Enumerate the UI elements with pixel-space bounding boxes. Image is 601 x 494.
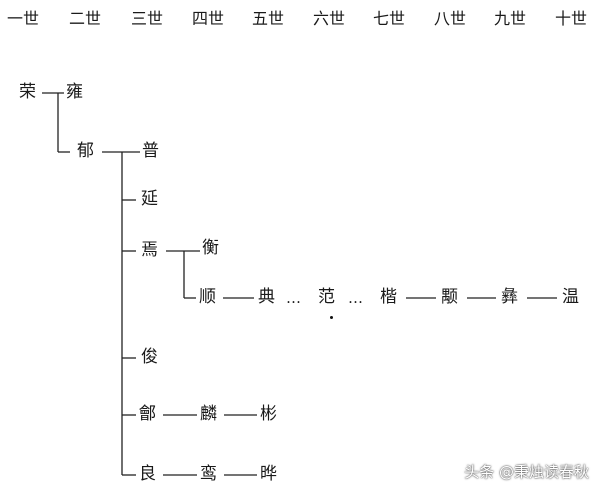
node-wen: 温 <box>562 287 579 307</box>
gen-10: 十世 <box>555 9 588 28</box>
node-lin: 麟 <box>200 404 217 424</box>
node-xian: 颙 <box>441 287 458 307</box>
node-bin: 彬 <box>260 404 277 424</box>
gen-7: 七世 <box>373 9 406 28</box>
watermark: 头条 @秉烛读春秋 <box>464 463 589 481</box>
node-jun: 俊 <box>141 347 158 367</box>
ellipsis-1: … <box>286 289 302 307</box>
node-dian: 典 <box>258 287 275 307</box>
gen-6: 六世 <box>313 9 346 28</box>
node-ye: 晔 <box>260 464 277 484</box>
node-luan: 鸾 <box>200 464 217 484</box>
gen-3: 三世 <box>131 9 164 28</box>
node-yi: 彝 <box>501 287 518 307</box>
node-kuai: 鄶 <box>139 404 156 424</box>
node-liang: 良 <box>139 464 156 484</box>
gen-8: 八世 <box>434 9 467 28</box>
gen-9: 九世 <box>494 9 527 28</box>
gen-2: 二世 <box>69 9 102 28</box>
node-kai: 楷 <box>380 287 397 307</box>
node-fan: 范 <box>318 287 335 307</box>
gen-1: 一世 <box>7 9 40 28</box>
node-rong: 荣 <box>19 82 36 102</box>
node-yong: 雍 <box>66 82 83 102</box>
node-shun: 顺 <box>199 287 216 307</box>
ellipsis-2: … <box>348 289 364 307</box>
node-heng: 衡 <box>202 238 219 258</box>
emphasis-dot <box>330 316 333 319</box>
node-yan: 延 <box>141 189 158 209</box>
gen-4: 四世 <box>192 9 225 28</box>
node-yan2: 焉 <box>141 240 158 260</box>
node-pu: 普 <box>142 141 159 161</box>
gen-5: 五世 <box>252 9 285 28</box>
node-yu: 郁 <box>77 141 94 161</box>
